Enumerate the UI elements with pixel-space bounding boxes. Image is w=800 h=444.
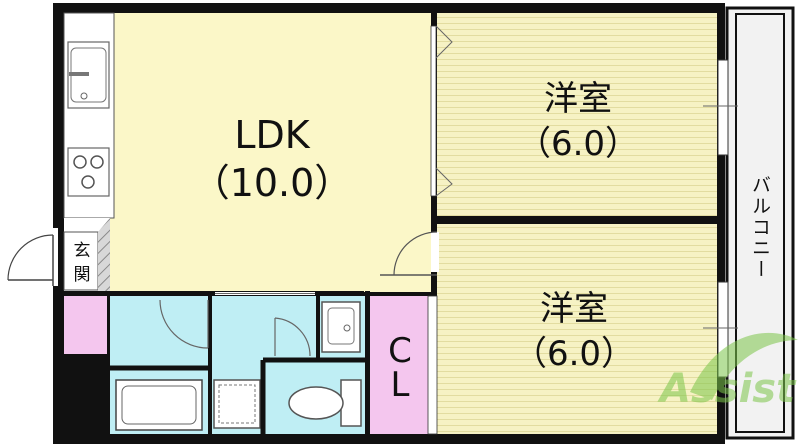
- western-room-upper: [437, 13, 717, 218]
- entry-door-swing: [7, 234, 54, 281]
- entrance-label-1: 玄: [74, 241, 91, 261]
- basin-icon: [321, 301, 361, 353]
- storage-small: [64, 296, 107, 354]
- bathtub-icon: [115, 379, 203, 431]
- ldk-size: （10.0）: [192, 161, 353, 205]
- toilet-icon: [288, 379, 362, 427]
- western-lower-name: 洋室: [540, 289, 608, 329]
- entrance-floor: [63, 231, 99, 291]
- watermark-text: Assist: [657, 366, 797, 412]
- western-room-lower: [437, 224, 717, 434]
- balcony-label: バルコニー: [749, 175, 771, 280]
- western-upper-name: 洋室: [544, 79, 612, 119]
- western-lower-size: （6.0）: [513, 334, 635, 374]
- washer-icon: [213, 379, 261, 429]
- stove-icon: [67, 147, 110, 197]
- closet: [369, 296, 431, 434]
- assist-watermark: Assist: [657, 332, 798, 412]
- closet-label-l: L: [391, 365, 410, 405]
- ldk-room: [64, 13, 434, 292]
- closet-label-c: C: [388, 331, 412, 371]
- sink-icon: [67, 41, 110, 109]
- ldk-name: LDK: [234, 113, 310, 157]
- entrance-label-2: 関: [74, 265, 91, 285]
- western-upper-size: （6.0）: [517, 124, 639, 164]
